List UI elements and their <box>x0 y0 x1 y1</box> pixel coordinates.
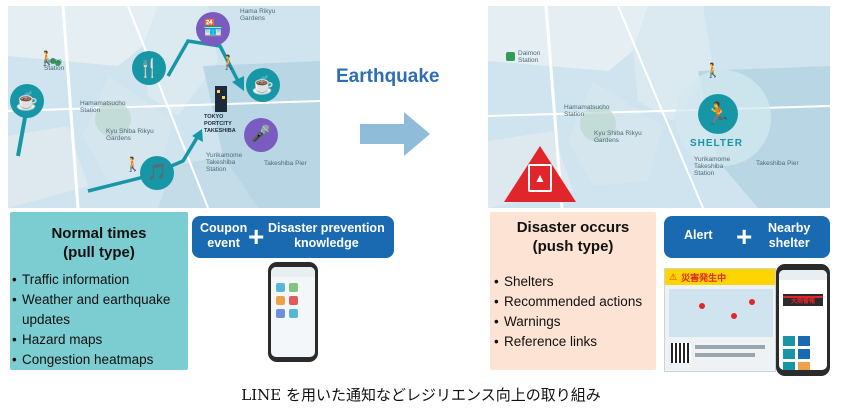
person-icon: 🚶 <box>704 62 722 78</box>
disaster-title-line2: (push type) <box>532 238 614 255</box>
coffee-icon: ☕ <box>246 68 280 102</box>
coupon-event-label: Coupon event <box>200 221 248 250</box>
plus-icon: + <box>736 221 753 252</box>
menu-tile <box>783 336 795 346</box>
person-icon: 🚶 <box>220 54 238 70</box>
app-icon <box>289 296 298 305</box>
map-label-kyu-shiba: Kyu Shiba Rikyu Gardens <box>594 130 642 144</box>
alert-banner-text: 災害発生中 <box>681 272 727 283</box>
app-icon <box>289 309 298 318</box>
app-icon <box>276 309 285 318</box>
phone-alert-text: 大雨警報 <box>790 299 815 305</box>
normal-items-list: Traffic information Weather and earthqua… <box>12 270 188 370</box>
normal-title-line1: Normal times <box>51 225 147 242</box>
list-item: Hazard maps <box>12 330 188 350</box>
map-label-takeshiba-pier: Takeshiba Pier <box>264 160 307 167</box>
person-icon: 🚶 <box>38 50 56 66</box>
phone-normal <box>268 262 318 362</box>
disaster-map: ▲ 🏃 SHELTER 🚶 Daimon Station Hamamatsuch… <box>488 6 830 208</box>
list-item: Weather and earthquake updates <box>12 290 188 330</box>
music-icon: 🎵 <box>140 156 174 190</box>
alert-label: Alert <box>684 228 713 242</box>
shelter-label: SHELTER <box>690 138 743 149</box>
map-label-hama-rikyu: Hama Rikyu Gardens <box>240 8 276 22</box>
figure-caption: LINE を用いた通知などレジリエンス向上の取り組み <box>241 386 601 404</box>
menu-tile <box>798 362 810 370</box>
disaster-knowledge-label: Disaster prevention knowledge <box>268 221 385 250</box>
alert-shelter-box: Alert + Nearby shelter <box>664 216 830 258</box>
map-label-daimon: aimon Station <box>44 58 65 72</box>
map-label-hamamatsucho: Hamamatsucho Station <box>80 100 126 114</box>
app-icon <box>276 296 285 305</box>
map-label-tokyo-portcity: TOKYO PORTCITY TAKESHIBA <box>204 114 236 134</box>
list-item: Recommended actions <box>494 292 656 312</box>
earthquake-label: Earthquake <box>336 66 440 87</box>
cafe-icon: ☕ <box>10 84 44 118</box>
map-label-daimon: Daimon Station <box>518 50 541 64</box>
person-icon: 🚶 <box>124 156 142 172</box>
map-label-hamamatsucho: Hamamatsucho Station <box>564 104 610 118</box>
shelter-pin-icon <box>731 313 737 319</box>
disaster-title-line1: Disaster occurs <box>516 219 630 236</box>
phone-normal-screen <box>271 267 315 357</box>
reference-text-block <box>695 353 755 357</box>
shelter-pin-icon <box>699 303 705 309</box>
phone-alert-stripe <box>783 296 823 298</box>
menu-tile <box>783 362 795 370</box>
list-item: Traffic information <box>12 270 188 290</box>
map-label-takeshiba-pier: Takeshiba Pier <box>756 160 799 167</box>
list-item: Reference links <box>494 332 656 352</box>
normal-times-map: ☕ 🍴 🏪 ☕ 🎤 🎵 🚶 🚶 🚶 aimon Station Hamamats… <box>8 6 320 208</box>
coupon-knowledge-box: Coupon event + Disaster prevention knowl… <box>192 216 394 258</box>
shelter-icon: 🏃 <box>698 94 738 134</box>
qr-code-icon <box>671 343 691 363</box>
shelter-map-thumb <box>669 289 773 337</box>
list-item: Shelters <box>494 272 656 292</box>
disaster-panel: Disaster occurs (push type) Shelters Rec… <box>490 212 656 370</box>
phone-disaster: 大雨警報 <box>776 264 830 376</box>
plus-icon: + <box>248 221 265 252</box>
restaurant-icon: 🍴 <box>132 51 166 85</box>
shelter-pin-icon <box>749 299 755 305</box>
station-icon <box>506 52 515 61</box>
list-item: Warnings <box>494 312 656 332</box>
nearby-shelter-label: Nearby shelter <box>768 221 811 250</box>
normal-title-line2: (pull type) <box>63 244 135 261</box>
alert-banner: ⚠ 災害発生中 <box>665 269 775 285</box>
shop-icon: 🏪 <box>196 12 230 46</box>
alert-app-screen: ⚠ 災害発生中 <box>664 268 776 372</box>
normal-times-panel: Normal times (pull type) Traffic informa… <box>10 212 188 370</box>
map-label-yurikamome: Yurikamome Takeshiba Station <box>694 156 731 177</box>
list-item: Congestion heatmaps <box>12 350 188 370</box>
menu-tile <box>783 349 795 359</box>
phone-alert-badge: 大雨警報 <box>783 294 823 306</box>
app-icon <box>289 283 298 292</box>
map-label-yurikamome: Yurikamome Takeshiba Station <box>206 152 243 173</box>
reference-text-block <box>695 345 765 349</box>
transition-arrow-icon <box>360 112 430 156</box>
warning-icon: ⚠ <box>669 271 678 282</box>
disaster-items-list: Shelters Recommended actions Warnings Re… <box>494 272 656 352</box>
map-label-kyu-shiba: Kyu Shiba Rikyu Gardens <box>106 128 154 142</box>
menu-tile <box>798 336 810 346</box>
phone-disaster-screen: 大雨警報 <box>779 270 827 370</box>
app-icon <box>276 283 285 292</box>
event-icon: 🎤 <box>244 118 278 152</box>
menu-tile <box>798 349 810 359</box>
damaged-building-icon: ▲ <box>528 164 552 192</box>
